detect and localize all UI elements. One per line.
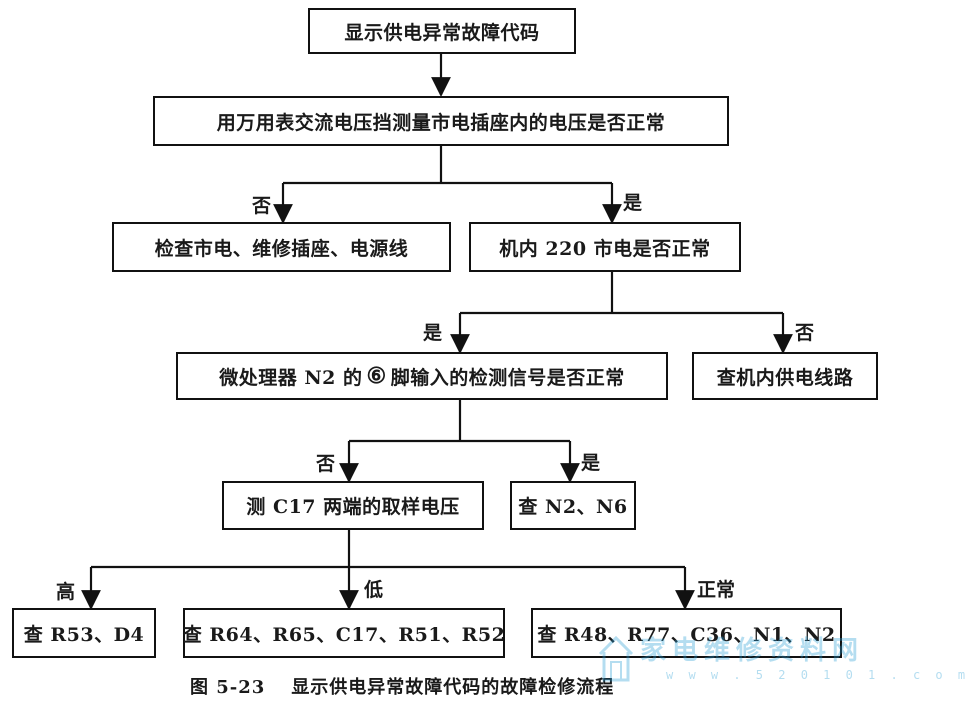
step1-yes-label: 是 [623,192,643,214]
step3-yes-action-box: 查 N2、N6 [510,481,636,530]
step1-box: 用万用表交流电压挡测量市电插座内的电压是否正常 [153,96,729,146]
high-label: 高 [56,581,76,603]
watermark: 家电维修资料网 w w w . 5 2 0 1 0 1 . c o m [596,628,965,688]
step2-no-action-box: 查机内供电线路 [692,352,878,400]
step2-no-label: 否 [795,322,815,344]
step2-yes-label: 是 [423,322,443,344]
watermark-url: w w w . 5 2 0 1 0 1 . c o m [666,668,969,682]
start-box: 显示供电异常故障代码 [308,8,576,54]
step3-suffix: 脚输入的检测信号是否正常 [390,366,625,389]
step3-prefix: 微处理器 N2 的 [219,366,363,389]
flowchart-connectors [81,54,793,610]
high-action-box: 查 R53、D4 [12,608,156,658]
figure-number: 图 5-23 [190,677,266,698]
step2-box: 机内 220 市电是否正常 [469,222,741,272]
step3-box: 微处理器 N2 的 ⑥ 脚输入的检测信号是否正常 [176,352,668,400]
normal-action-box: 查 R48、R77、C36、N1、N2 [531,608,842,658]
figure-title: 显示供电异常故障代码的故障检修流程 [291,677,615,698]
low-action-box: 查 R64、R65、C17、R51、R52 [183,608,505,658]
pin6-circled-number: ⑥ [366,363,387,389]
step1-no-action-box: 检查市电、维修插座、电源线 [112,222,451,272]
low-label: 低 [364,579,384,601]
step1-no-label: 否 [252,195,272,217]
step3-no-label: 否 [316,453,336,475]
normal-label: 正常 [697,579,736,601]
watermark-text: 家电维修资料网 [640,636,865,666]
step3-yes-label: 是 [581,452,601,474]
step4-box: 测 C17 两端的取样电压 [222,481,484,530]
house-logo-icon [598,635,634,682]
figure-caption: 图 5-23 显示供电异常故障代码的故障检修流程 [190,673,614,699]
